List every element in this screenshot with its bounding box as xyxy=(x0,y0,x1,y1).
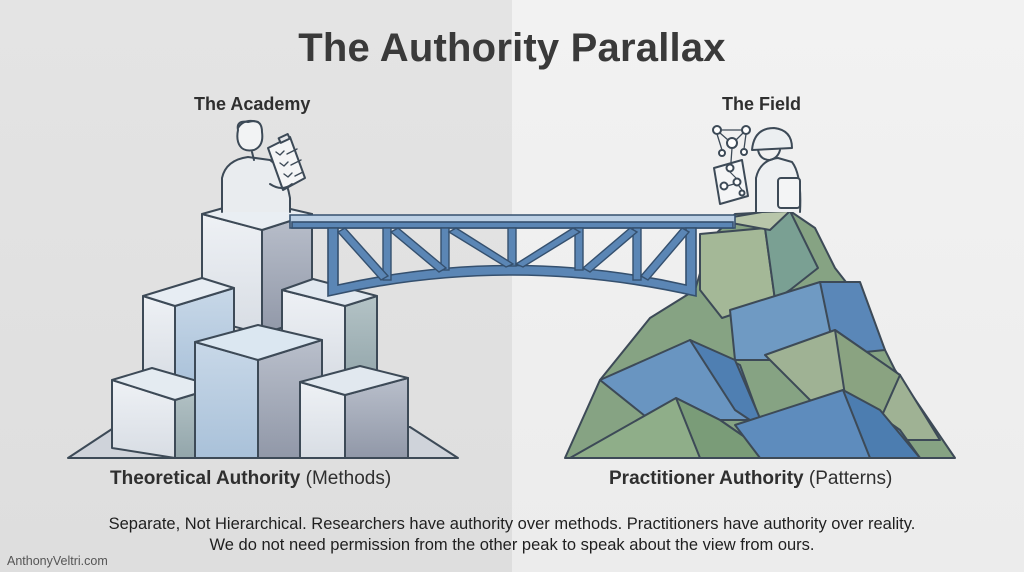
theoretical-authority-title: Theoretical Authority xyxy=(110,468,301,489)
theoretical-authority-label: Theoretical Authority (Methods) xyxy=(110,468,391,490)
practitioner-authority-title: Practitioner Authority xyxy=(609,468,804,489)
soldier-figure xyxy=(712,125,802,213)
practitioner-authority-subtitle: (Patterns) xyxy=(808,468,893,489)
researcher-figure xyxy=(221,119,306,213)
site-credit: AnthonyVeltri.com xyxy=(7,554,108,568)
field-mountain xyxy=(564,210,956,459)
theoretical-authority-subtitle: (Methods) xyxy=(305,468,392,489)
caption-line-1: Separate, Not Hierarchical. Researchers … xyxy=(108,515,916,533)
caption-line-2: We do not need permission from the other… xyxy=(209,536,815,554)
page-title: The Authority Parallax xyxy=(298,26,726,70)
academy-heading: The Academy xyxy=(194,94,311,114)
academy-blocks xyxy=(67,199,459,459)
truss-bridge xyxy=(289,214,736,298)
field-heading: The Field xyxy=(722,94,802,114)
practitioner-authority-label: Practitioner Authority (Patterns) xyxy=(609,468,892,490)
